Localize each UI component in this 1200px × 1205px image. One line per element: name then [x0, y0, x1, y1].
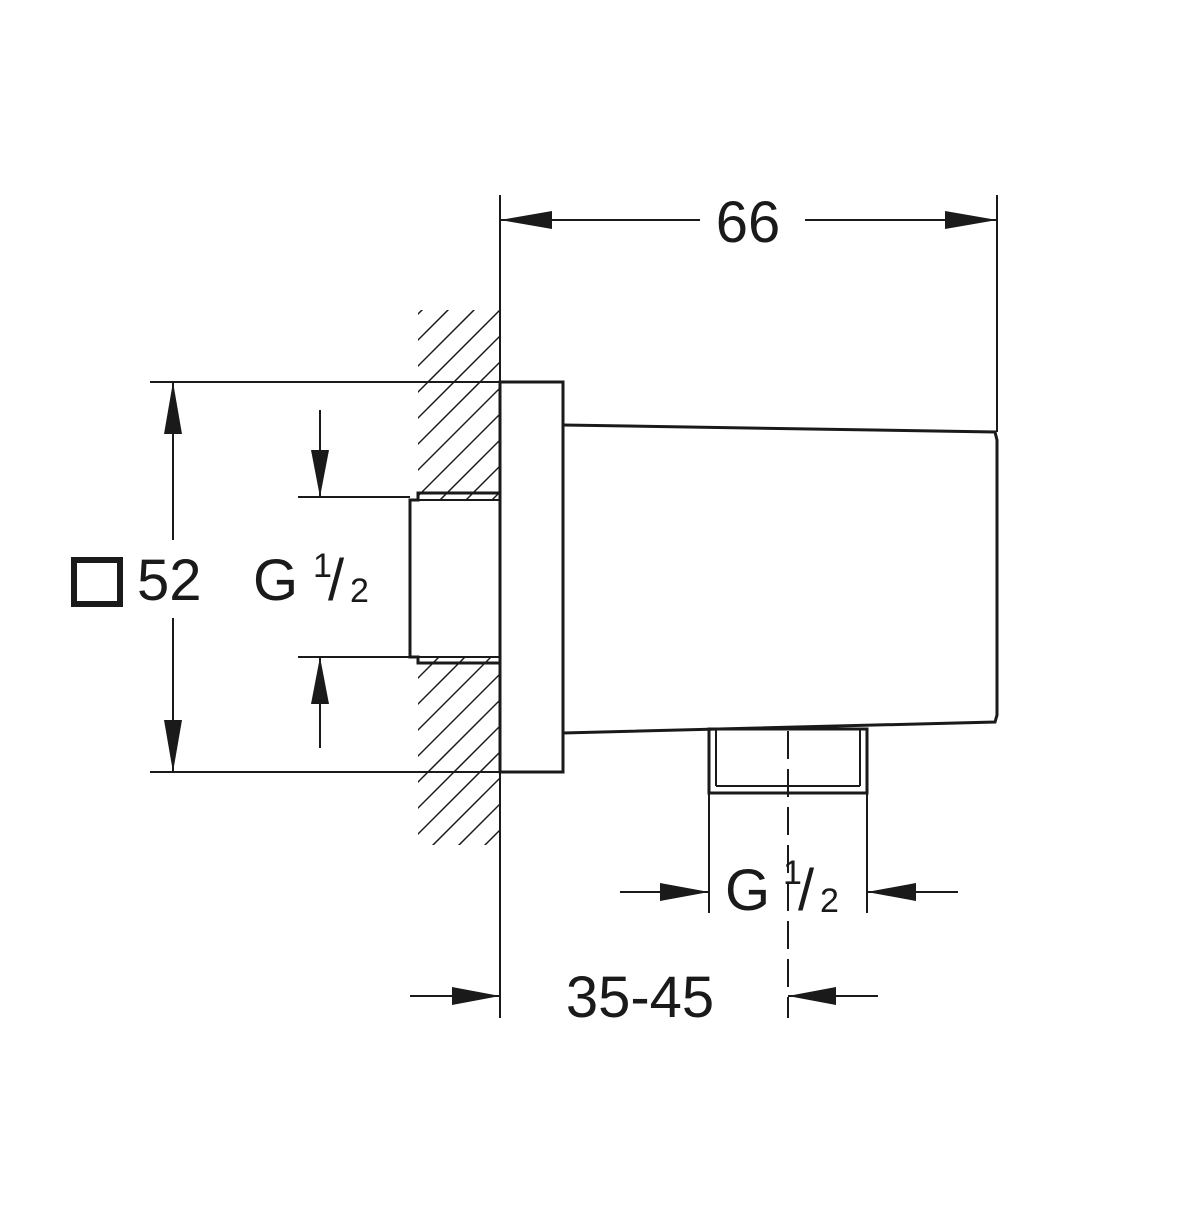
inlet-nipple — [408, 491, 500, 665]
hatch-line — [410, 92, 510, 192]
hatch-line — [431, 776, 500, 845]
wall-thread-slash: / — [328, 548, 345, 613]
hatch-line — [418, 724, 500, 810]
hatch-line — [418, 310, 476, 368]
hatch-line — [418, 412, 500, 498]
dimension-square-52: 52 — [71, 381, 500, 773]
hatch-line — [418, 310, 450, 342]
hatch-line — [410, 898, 510, 998]
hatch-line — [410, 170, 510, 270]
dimension-outlet-thread: G 1 / 2 — [620, 793, 958, 923]
square-icon — [71, 557, 123, 607]
hatch-line — [410, 144, 510, 244]
wall-thread-prefix: G — [253, 548, 298, 613]
hatch-line — [410, 118, 510, 218]
hatch-line — [410, 1054, 510, 1154]
hatch-line — [410, 1028, 510, 1128]
hatch-line — [457, 802, 500, 845]
dimension-66-label: 66 — [716, 190, 781, 255]
hatch-line — [410, 872, 510, 972]
wall-thread-denominator: 2 — [350, 572, 369, 610]
wall-thread-numerator: 1 — [313, 547, 332, 585]
hatch-line — [418, 750, 500, 836]
hatch-line — [410, 924, 510, 1024]
hatch-line — [410, 196, 510, 296]
dimension-52-label: 52 — [137, 548, 202, 613]
dimension-66: 66 — [500, 190, 998, 432]
hatch-line — [418, 386, 500, 472]
hatch-line — [418, 360, 500, 446]
outlet-thread-numerator: 1 — [783, 854, 802, 892]
outlet-thread-denominator: 2 — [820, 882, 839, 920]
hatch-line — [418, 310, 424, 316]
hatch-line — [418, 698, 500, 784]
wall-plate — [498, 380, 565, 774]
hatch-line — [483, 828, 500, 845]
hatch-line — [410, 846, 510, 946]
dimension-wall-thread: G 1 / 2 — [253, 410, 410, 748]
outlet-thread-slash: / — [798, 858, 815, 923]
outlet-thread-prefix: G — [725, 858, 770, 923]
hatch-line — [418, 310, 500, 394]
dimension-35-45: 35-45 — [410, 965, 878, 1030]
hatch-line — [410, 1002, 510, 1102]
outlet-body — [562, 423, 999, 735]
hatch-line — [418, 334, 500, 420]
dimension-35-45-label: 35-45 — [566, 965, 714, 1030]
outlet-nipple — [707, 727, 869, 1018]
hatch-line — [418, 672, 500, 758]
